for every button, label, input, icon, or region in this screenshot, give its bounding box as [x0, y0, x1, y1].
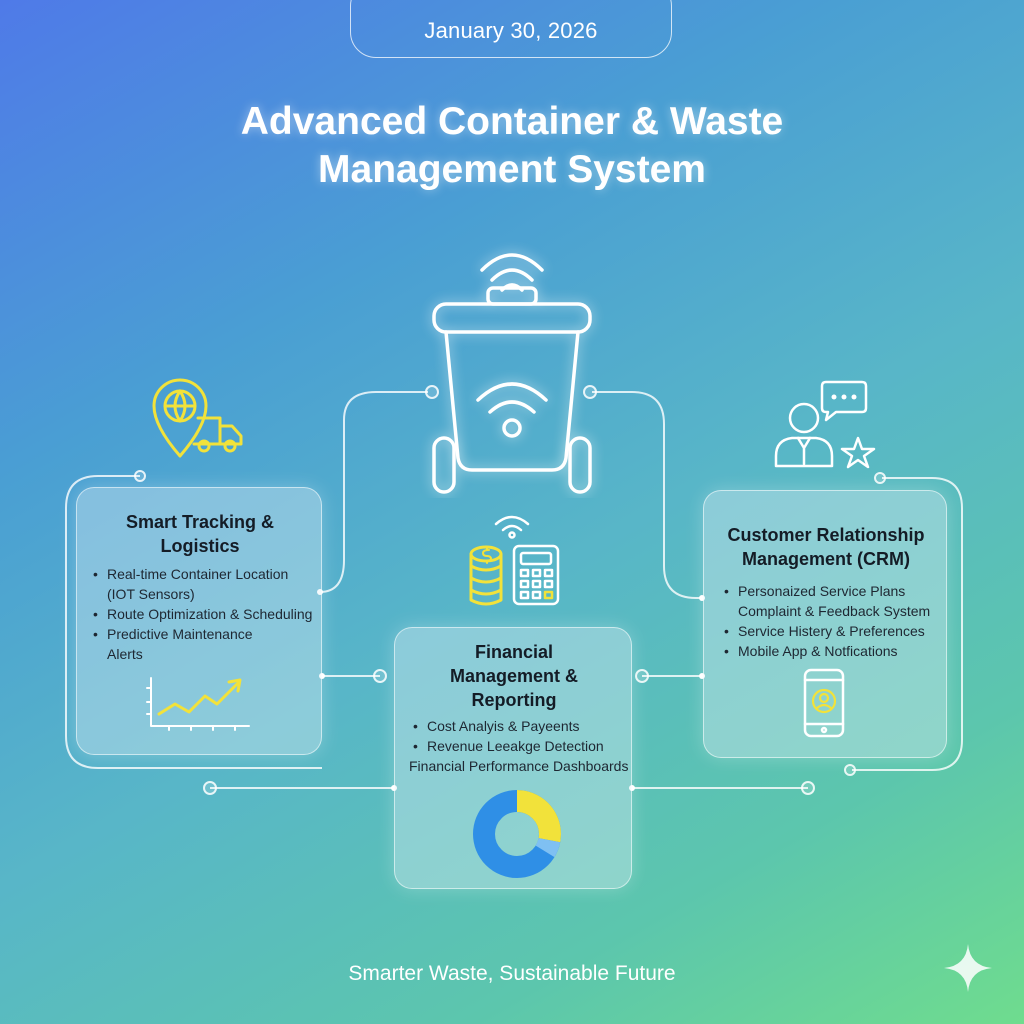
tracking-feature-list: Real-time Container Location (IOT Sensor…: [89, 564, 323, 664]
smart-tracking-card: Smart Tracking & Logistics Real-time Con…: [76, 487, 322, 755]
sparkle-icon: [944, 944, 992, 992]
list-item: Service Histery & Preferences: [720, 621, 946, 641]
footer-tagline: Smarter Waste, Sustainable Future: [348, 962, 676, 985]
title-line-1: Advanced Container & Waste: [240, 100, 784, 143]
crm-feature-list: Personaized Service Plans Complaint & Fe…: [720, 581, 946, 661]
crm-card-title: Customer Relationship Management (CRM): [727, 525, 925, 569]
tracking-card-title: Smart Tracking & Logistics: [125, 512, 275, 556]
list-item: Financial Performance Dashboards: [409, 758, 629, 774]
financial-card-title: Financial Management & Reporting: [449, 642, 579, 710]
list-item: Route Optimization & Scheduling: [89, 604, 323, 624]
list-item: Predictive Maintenance: [89, 624, 323, 644]
list-item: Personaized Service Plans: [720, 581, 946, 601]
location-pin-truck-icon: [152, 378, 243, 458]
person-chat-star-icon: [774, 380, 876, 469]
list-item: Alerts: [107, 646, 143, 662]
list-item: Revenue Leeakge Detection: [409, 736, 649, 756]
list-item: Real-time Container Location: [89, 564, 323, 584]
list-item: Complaint & Feedback System: [738, 603, 931, 619]
financial-feature-list: Cost Analyis & Payeents Revenue Leeakge …: [409, 716, 649, 776]
crm-card: Customer Relationship Management (CRM) P…: [703, 490, 947, 758]
page-title: Advanced Container & Waste Management Sy…: [112, 98, 912, 194]
line-chart-icon: [146, 677, 250, 731]
donut-chart-icon: [473, 790, 561, 878]
list-item: Cost Analyis & Payeents: [409, 716, 649, 736]
list-item: Mobile App & Notfications: [720, 641, 946, 661]
coins-calculator-wifi-icon: [469, 515, 560, 606]
title-line-2: Management System: [318, 148, 706, 191]
financial-management-card: Financial Management & Reporting Cost An…: [394, 627, 632, 889]
date-label: January 30, 2026: [424, 18, 598, 43]
smart-bin-wifi-icon: [432, 253, 592, 494]
date-pill: [350, 0, 672, 58]
mobile-app-icon: [803, 668, 845, 738]
list-item: (IOT Sensors): [107, 586, 195, 602]
